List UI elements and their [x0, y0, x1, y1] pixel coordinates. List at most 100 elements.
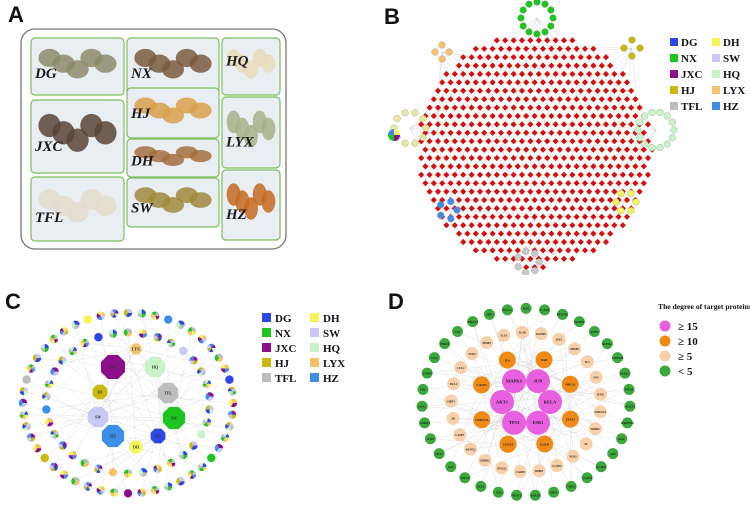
- target-node: [590, 247, 597, 254]
- node-slice: [46, 396, 51, 401]
- target-node: [527, 121, 534, 128]
- node-slice: [222, 433, 228, 438]
- protein-node: [538, 390, 562, 414]
- target-node: [523, 129, 530, 136]
- node-slice: [232, 387, 237, 392]
- target-node: [518, 205, 526, 212]
- target-node: [623, 79, 631, 86]
- target-node: [476, 154, 484, 162]
- herb-material-shape: [244, 197, 258, 220]
- node-slice: [125, 332, 133, 337]
- protein-label: NOS3: [569, 456, 577, 459]
- target-node: [569, 104, 576, 111]
- target-node: [539, 163, 547, 170]
- node-slice: [206, 383, 212, 388]
- network-edge: [97, 371, 202, 418]
- target-node: [590, 196, 597, 204]
- legend-swatch: [712, 86, 720, 94]
- node-slice: [189, 441, 194, 450]
- protein-label: KDR: [523, 308, 530, 311]
- node-slice: [72, 350, 77, 355]
- legend-label: DG: [275, 313, 292, 325]
- network-edge: [36, 391, 101, 449]
- target-node: [468, 138, 475, 145]
- target-node: [628, 171, 635, 178]
- target-node: [602, 205, 610, 212]
- node-slice: [49, 380, 54, 384]
- node-slice: [198, 334, 204, 340]
- herb-material-shape: [161, 60, 185, 79]
- node-slice: [64, 470, 69, 475]
- node-slice: [44, 343, 49, 349]
- compound-cluster: [634, 108, 678, 152]
- target-node: [485, 154, 492, 162]
- herb-hub-jxc: [101, 355, 125, 379]
- target-node: [581, 230, 589, 237]
- compound-node: [670, 126, 678, 134]
- herb-material-shape: [66, 201, 89, 223]
- network-edge: [112, 366, 194, 446]
- herb-material-shape: [66, 60, 89, 79]
- target-node: [544, 138, 551, 145]
- target-node: [455, 62, 463, 69]
- node-slice: [44, 383, 50, 388]
- target-node: [636, 171, 643, 178]
- target-node: [514, 96, 521, 103]
- target-node: [611, 154, 618, 162]
- node-slice: [176, 321, 181, 329]
- target-node: [632, 112, 639, 120]
- target-node: [569, 238, 576, 246]
- target-node: [518, 70, 526, 78]
- target-node: [594, 87, 601, 94]
- network-edge: [46, 392, 169, 410]
- network-edge: [84, 342, 137, 350]
- legend-swatch: [712, 54, 720, 62]
- node-slice: [141, 492, 146, 497]
- network-edge: [49, 383, 175, 419]
- herb-photo-label: LYX: [225, 135, 255, 151]
- target-node: [493, 87, 500, 94]
- protein-node: [492, 486, 504, 498]
- node-slice: [82, 462, 90, 468]
- target-node: [40, 453, 49, 463]
- target-node: [535, 238, 542, 246]
- target-node: [586, 121, 593, 128]
- node-slice: [153, 334, 158, 340]
- target-node: [569, 70, 576, 78]
- node-slice: [58, 356, 63, 361]
- node-slice: [153, 465, 158, 469]
- node-slice: [32, 444, 38, 452]
- target-node: [577, 87, 584, 94]
- protein-label: NCAM1: [596, 466, 607, 469]
- target-node: [632, 146, 639, 153]
- node-slice: [58, 443, 63, 448]
- node-slice: [204, 383, 209, 388]
- target-node: [619, 138, 626, 145]
- herb-photo-dg: DG: [30, 37, 125, 96]
- protein-label: AKT1: [496, 399, 509, 404]
- node-slice: [50, 462, 56, 467]
- target-node: [497, 79, 505, 86]
- protein-node: [607, 448, 619, 460]
- target-node: [573, 96, 580, 103]
- target-node: [472, 129, 479, 136]
- network-edge: [450, 384, 482, 467]
- target-node: [598, 196, 605, 204]
- target-node: [455, 146, 463, 153]
- node-slice: [207, 392, 214, 397]
- node-slice: [96, 468, 101, 473]
- protein-label: MMP9: [570, 348, 579, 351]
- target-node: [443, 87, 450, 94]
- target-node: [493, 37, 500, 44]
- target-node: [644, 121, 652, 128]
- herb-material-shape: [261, 54, 276, 73]
- node-slice: [227, 414, 233, 419]
- target-node: [481, 213, 488, 220]
- protein-label: SPP1: [486, 314, 493, 317]
- target-node: [22, 375, 31, 384]
- node-slice: [151, 311, 157, 316]
- legend-label: ≥ 10: [678, 336, 698, 348]
- target-node: [476, 87, 484, 94]
- target-node: [468, 70, 475, 78]
- target-node: [586, 205, 593, 212]
